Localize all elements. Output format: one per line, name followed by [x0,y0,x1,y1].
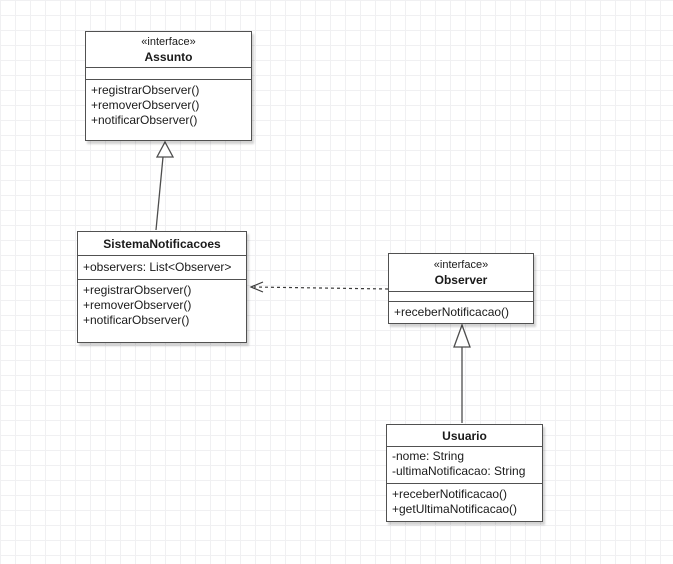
class-name: Assunto [144,49,193,64]
method-label: +receberNotificacao() [394,305,510,319]
hollow-triangle-arrowhead-icon [155,140,175,158]
method-label: +getUltimaNotificacao() [392,502,518,516]
dependency-observer-to-sistema[interactable] [249,281,389,293]
method-label: +registrarObserver() [91,83,200,97]
method-label: +removerObserver() [91,98,200,112]
class-box-usuario[interactable]: Usuario -nome: String -ultimaNotificacao… [386,424,543,522]
realization-sistema-to-assunto[interactable] [155,140,175,231]
method-label: +receberNotificacao() [392,487,508,501]
attribute-label: -nome: String [392,449,465,463]
attribute-label: -ultimaNotificacao: String [392,464,526,478]
class-box-assunto[interactable]: «interface» Assunto +registrarObserver()… [85,31,252,141]
stereotype-label: «interface» [141,35,196,48]
class-header: «interface» Assunto [86,32,251,68]
class-box-sistema-notificacoes[interactable]: SistemaNotificacoes +observers: List<Obs… [77,231,247,343]
stereotype-label: «interface» [433,258,489,271]
attributes-section: -nome: String -ultimaNotificacao: String [387,447,542,484]
class-name: Observer [434,272,488,287]
class-header: «interface» Observer [389,254,533,292]
attributes-section [389,292,533,302]
attributes-section: +observers: List<Observer> [78,256,246,280]
method-label: +removerObserver() [83,298,192,312]
class-name: Usuario [442,428,487,443]
dependency-line[interactable] [253,286,389,290]
class-header: SistemaNotificacoes [78,232,246,256]
methods-section: +registrarObserver() +removerObserver() … [78,280,246,342]
open-arrowhead-icon [249,281,264,293]
class-header: Usuario [387,425,542,447]
methods-section: +receberNotificacao() [389,302,533,323]
realization-usuario-to-observer[interactable] [453,323,471,423]
attributes-section [86,68,251,80]
class-box-observer[interactable]: «interface» Observer +receberNotificacao… [388,253,534,324]
hollow-triangle-arrowhead-icon [453,323,471,348]
realization-line[interactable] [155,156,164,231]
attribute-label: +observers: List<Observer> [83,260,232,274]
method-label: +notificarObserver() [91,113,198,127]
methods-section: +registrarObserver() +removerObserver() … [86,80,251,140]
class-name: SistemaNotificacoes [103,236,221,251]
method-label: +registrarObserver() [83,283,192,297]
method-label: +notificarObserver() [83,313,190,327]
methods-section: +receberNotificacao() +getUltimaNotifica… [387,484,542,521]
